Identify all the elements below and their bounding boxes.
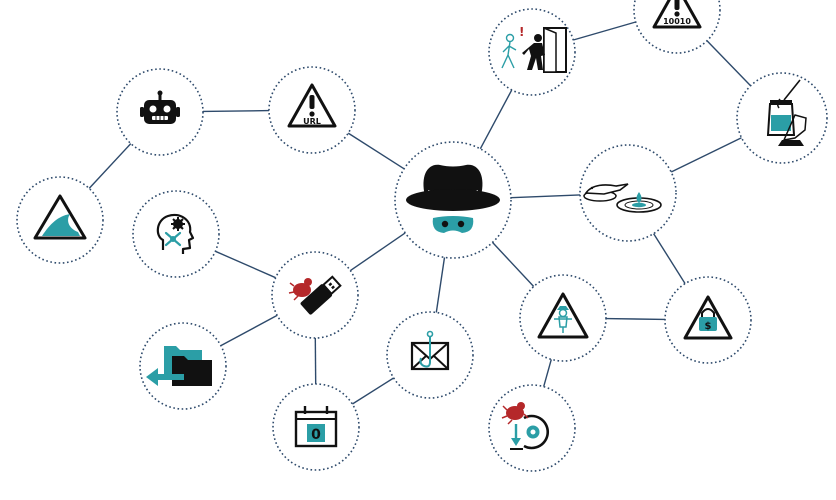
binary-label: 10010 [663, 17, 691, 26]
edges-layer [88, 21, 752, 405]
edge-hacker-intruder [479, 89, 513, 150]
node-ring [579, 144, 677, 242]
url-warning-node: URL [268, 66, 356, 154]
watering-hole-icon [583, 183, 662, 213]
usb-bug-node [271, 251, 359, 339]
edge-bot-wave [88, 143, 132, 189]
edge-hacker-phishing-mail [435, 257, 446, 313]
node-ring [519, 274, 607, 362]
edge-usb-bug-folder-exfil [220, 314, 278, 347]
url-warning-icon: URL [287, 83, 337, 128]
alert-mark: ! [519, 25, 524, 39]
folder-exfil-node [139, 322, 227, 410]
watering-hole-node [579, 144, 677, 242]
tsunami-warning-icon [33, 194, 87, 240]
edge-scarecrow-lock-money [605, 317, 666, 321]
malware-disk-node [488, 384, 576, 472]
edge-hacker-usb-bug [350, 232, 406, 272]
usb-bug-icon [288, 275, 342, 315]
honeypot-node [736, 72, 828, 164]
folder-exfiltration-icon [146, 346, 212, 386]
intruder-door-icon: ! [501, 25, 567, 73]
malware-disk-icon [501, 402, 550, 450]
edge-hacker-url-warning [347, 132, 405, 170]
edge-honeypot-watering-hole [670, 137, 742, 173]
edge-watering-hole-lock-money [653, 233, 686, 284]
zero-day-calendar-icon: 0 [294, 406, 338, 448]
wave-node [16, 176, 104, 264]
hat-spy-icon [406, 164, 500, 233]
intruder-node: ! [488, 8, 576, 96]
robot-icon [140, 90, 180, 124]
phishing-mail-icon [410, 330, 450, 371]
edge-binary-warning-honeypot [706, 40, 752, 87]
scarecrow-warning-icon [537, 292, 589, 339]
edge-hacker-scarecrow [491, 241, 535, 287]
node-ring [132, 190, 220, 278]
edge-mind-poison-usb-bug [215, 250, 276, 279]
edge-intruder-binary-warning [573, 21, 636, 41]
url-label: URL [303, 117, 321, 126]
money-lock-icon: $ [683, 295, 733, 340]
zero-day-node: 0 [272, 383, 360, 471]
lock-money-node: $ [664, 276, 752, 364]
honeypot-icon [766, 79, 807, 146]
node-ring [268, 66, 356, 154]
hacker-node [394, 141, 512, 259]
phishing-mail-node [386, 311, 474, 399]
binary-warning-node: 10010 [633, 0, 721, 54]
dollar-mark: $ [705, 321, 712, 332]
edge-hacker-watering-hole [510, 194, 581, 199]
edge-phishing-mail-zero-day [352, 377, 394, 405]
mind-poison-node [132, 190, 220, 278]
bot-node [116, 68, 204, 156]
binary-warning-icon: 10010 [652, 0, 702, 29]
scarecrow-node [519, 274, 607, 362]
zero-label: 0 [311, 427, 321, 443]
brain-poison-icon [156, 213, 195, 254]
edge-url-warning-bot [202, 109, 270, 113]
edge-scarecrow-malware-disk [543, 359, 552, 387]
